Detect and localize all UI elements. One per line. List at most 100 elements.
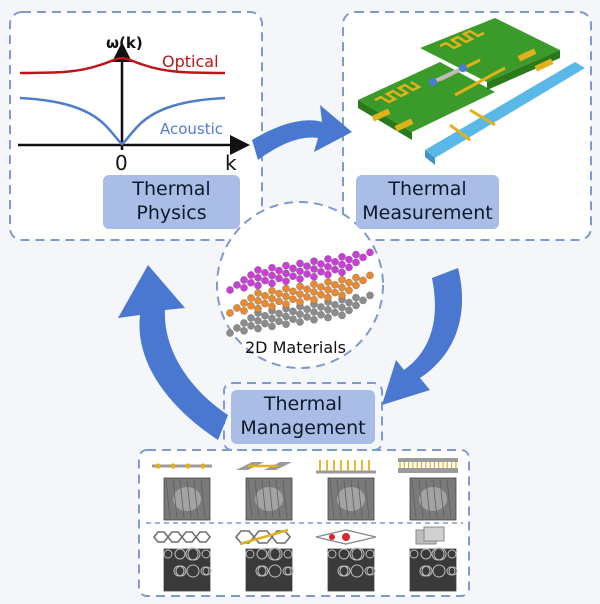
micrograph-tile (245, 477, 293, 521)
atom (317, 311, 325, 319)
management-panel-1 (152, 463, 212, 521)
k-axis-label: k (225, 151, 237, 175)
dense-array-icon (398, 458, 458, 473)
atom (338, 291, 346, 300)
atom (247, 302, 255, 310)
atom (296, 298, 304, 306)
atom (268, 287, 276, 295)
atom (282, 269, 290, 278)
management-panel-2 (236, 462, 293, 521)
atom (261, 269, 269, 277)
atom (338, 311, 346, 320)
optical-curve (19, 56, 226, 75)
micrograph-tile (327, 547, 376, 592)
atom (310, 288, 318, 296)
atom (240, 284, 248, 292)
atom (275, 289, 283, 298)
management-panel-3 (316, 460, 376, 521)
atom (226, 309, 234, 317)
atom (366, 291, 374, 300)
atom (338, 260, 346, 269)
atom (254, 317, 262, 325)
micrograph-tile (163, 547, 212, 592)
atom (303, 262, 311, 270)
thermal-management-label: Thermal Management (231, 390, 375, 444)
atom (310, 257, 318, 265)
acoustic-label: Acoustic (160, 120, 223, 138)
atom (352, 250, 360, 259)
management-line2: Management (240, 417, 366, 439)
atom (366, 271, 374, 280)
atom (240, 307, 248, 315)
atom (247, 322, 255, 330)
atom (296, 310, 304, 318)
atom (317, 291, 325, 299)
atom (275, 266, 283, 275)
atom (233, 304, 241, 312)
atom (275, 274, 283, 283)
atom (240, 276, 248, 284)
sandwich-lattice-icon (315, 529, 377, 545)
atom (275, 309, 283, 318)
micrograph-tile (327, 477, 375, 521)
atom (268, 279, 276, 288)
atom (324, 286, 332, 294)
atom (345, 255, 353, 264)
atom (331, 288, 339, 297)
atom (345, 298, 353, 307)
atom (296, 290, 304, 298)
management-panel-6 (234, 528, 294, 592)
atom (282, 261, 290, 270)
atom (352, 293, 360, 302)
atom (324, 306, 332, 314)
dotted-wire-icon (152, 463, 212, 469)
layer-top (226, 248, 374, 294)
physics-line1: Thermal (132, 178, 211, 200)
atom (317, 260, 325, 268)
atom (254, 324, 262, 333)
atom (352, 281, 360, 290)
atom (254, 274, 262, 282)
atom (289, 295, 297, 303)
atom (338, 268, 346, 277)
atom (338, 276, 346, 284)
atom (282, 320, 290, 328)
atom (345, 306, 353, 315)
arrow-measurement-to-management (382, 268, 463, 405)
atom (359, 296, 367, 305)
arrow-physics-to-measurement (252, 105, 352, 160)
atom (324, 255, 332, 263)
atom (275, 297, 283, 306)
atom (352, 273, 360, 282)
atom (303, 305, 311, 313)
atom (254, 304, 262, 313)
atom (268, 322, 276, 331)
atom (310, 296, 318, 304)
atom (254, 289, 262, 297)
material-layer-stack (226, 248, 374, 337)
atom (324, 263, 332, 271)
atom (345, 278, 353, 287)
optical-label: Optical (162, 52, 219, 71)
atom (352, 301, 360, 310)
thermal-measurement-label: Thermal Measurement (356, 175, 499, 229)
atom (345, 263, 353, 272)
omega-axis-label: ω(k) (106, 34, 143, 52)
atom (289, 315, 297, 323)
atom (303, 270, 311, 278)
atom (254, 297, 262, 305)
atom (331, 265, 339, 274)
atom (268, 302, 276, 311)
atom (303, 293, 311, 301)
atom (359, 276, 367, 285)
arrow-management-to-physics (118, 265, 228, 440)
atom (303, 313, 311, 321)
atom (296, 259, 304, 268)
atom (261, 312, 269, 320)
atom (226, 329, 234, 337)
micrograph-tile (163, 477, 211, 521)
atom (254, 266, 262, 274)
atom (345, 286, 353, 295)
